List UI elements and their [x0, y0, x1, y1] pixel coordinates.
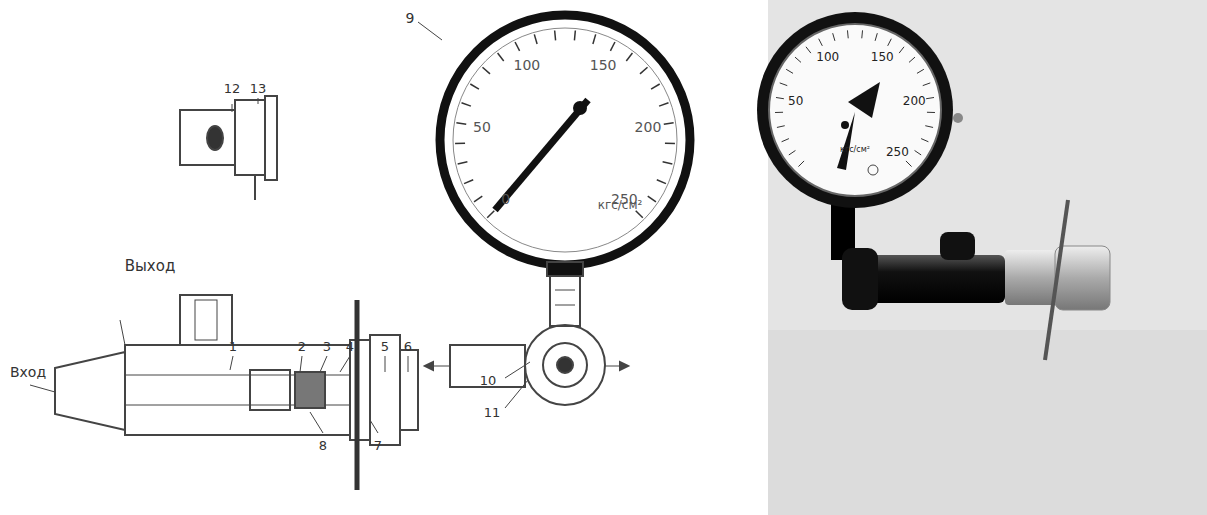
- tick: [455, 142, 465, 144]
- tick: [470, 84, 479, 89]
- scale-number: 50: [788, 95, 803, 107]
- tick: [487, 211, 494, 218]
- tick: [789, 150, 796, 154]
- tick: [659, 103, 668, 106]
- tick: [648, 196, 656, 202]
- tick: [786, 69, 793, 73]
- tick: [888, 39, 892, 46]
- tick: [593, 34, 596, 44]
- photo-gauge-ticks: [775, 30, 935, 166]
- tick: [906, 161, 912, 167]
- tick: [780, 83, 788, 86]
- tick: [775, 112, 783, 113]
- tick: [875, 33, 877, 41]
- tick: [534, 34, 537, 44]
- tick: [795, 57, 801, 62]
- callout-number: 11: [484, 406, 501, 419]
- tick: [626, 53, 632, 61]
- tick: [554, 30, 556, 40]
- tick: [915, 150, 922, 154]
- tick: [899, 47, 904, 53]
- tick: [651, 84, 660, 89]
- callout-number: 9: [406, 11, 415, 25]
- tick: [636, 211, 643, 218]
- callout-number: 4: [346, 340, 354, 353]
- scale-number: 100: [513, 58, 540, 72]
- tick: [833, 33, 835, 41]
- tick: [923, 83, 931, 86]
- tick: [665, 142, 675, 144]
- tick: [498, 53, 504, 61]
- callout-number: 5: [381, 340, 389, 353]
- scale-number: 150: [871, 51, 894, 63]
- port-label: Выход: [125, 259, 176, 274]
- tick: [921, 139, 928, 142]
- scale-number: 200: [635, 120, 662, 134]
- tick: [847, 30, 849, 38]
- tick: [798, 161, 804, 167]
- tick: [806, 47, 811, 53]
- tick: [917, 69, 924, 73]
- tick: [926, 97, 934, 98]
- tick: [657, 180, 666, 184]
- callout-number: 3: [323, 340, 331, 353]
- port-label: Вход: [10, 365, 46, 379]
- unit-label: кгс/см²: [598, 199, 643, 211]
- tick: [474, 196, 482, 202]
- tick: [515, 42, 520, 51]
- scale-number: 100: [816, 51, 839, 63]
- callout-number: 1: [229, 340, 237, 353]
- tick: [663, 162, 673, 164]
- gauge-ticks: [455, 30, 675, 217]
- device-photo: [757, 0, 1207, 515]
- callout-number: 10: [480, 374, 497, 387]
- tick: [482, 67, 490, 74]
- tick: [640, 67, 648, 74]
- scale-number: 250: [886, 146, 909, 158]
- scale-number: 150: [590, 58, 617, 72]
- section-drawing: [30, 15, 690, 490]
- tick: [819, 39, 823, 46]
- tick: [664, 123, 674, 125]
- tick: [777, 126, 785, 128]
- callout-number: 2: [298, 340, 306, 353]
- tick: [861, 30, 863, 38]
- callout-number: 13: [250, 82, 267, 95]
- callout-number: 12: [224, 82, 241, 95]
- scale-number: 200: [903, 95, 926, 107]
- tick: [927, 112, 935, 113]
- tick: [462, 103, 471, 106]
- tick: [464, 180, 473, 184]
- callout-number: 7: [374, 439, 382, 452]
- callout-number: 8: [319, 439, 327, 452]
- tick: [456, 123, 466, 125]
- tick: [776, 97, 784, 98]
- tick: [925, 126, 933, 128]
- tick: [909, 57, 915, 62]
- callout-number: 6: [404, 340, 412, 353]
- tick: [458, 162, 468, 164]
- unit-label: кгс/см²: [840, 146, 870, 154]
- tick: [782, 139, 789, 142]
- tick: [610, 42, 615, 51]
- tick: [574, 30, 576, 40]
- scale-number: 50: [473, 120, 491, 134]
- scale-number: 0: [501, 192, 510, 206]
